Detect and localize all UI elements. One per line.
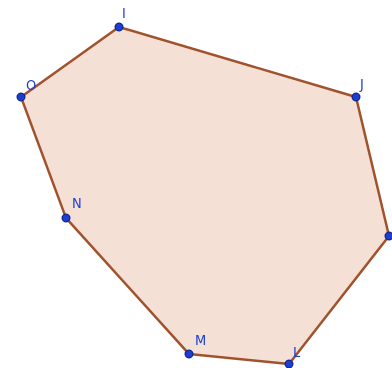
point-m[interactable] xyxy=(184,349,194,359)
label-l: L xyxy=(293,346,301,361)
point-l[interactable] xyxy=(284,359,294,368)
label-i: I xyxy=(122,7,126,22)
point-n[interactable] xyxy=(61,213,71,223)
point-i[interactable] xyxy=(114,22,124,32)
point-k[interactable] xyxy=(384,231,392,241)
label-j: J xyxy=(359,78,364,93)
label-o: O xyxy=(26,79,36,94)
point-o[interactable] xyxy=(16,92,26,102)
label-n: N xyxy=(72,197,82,212)
polygon-ijklmno xyxy=(19,25,391,366)
label-m: M xyxy=(195,334,206,349)
point-j[interactable] xyxy=(351,92,361,102)
